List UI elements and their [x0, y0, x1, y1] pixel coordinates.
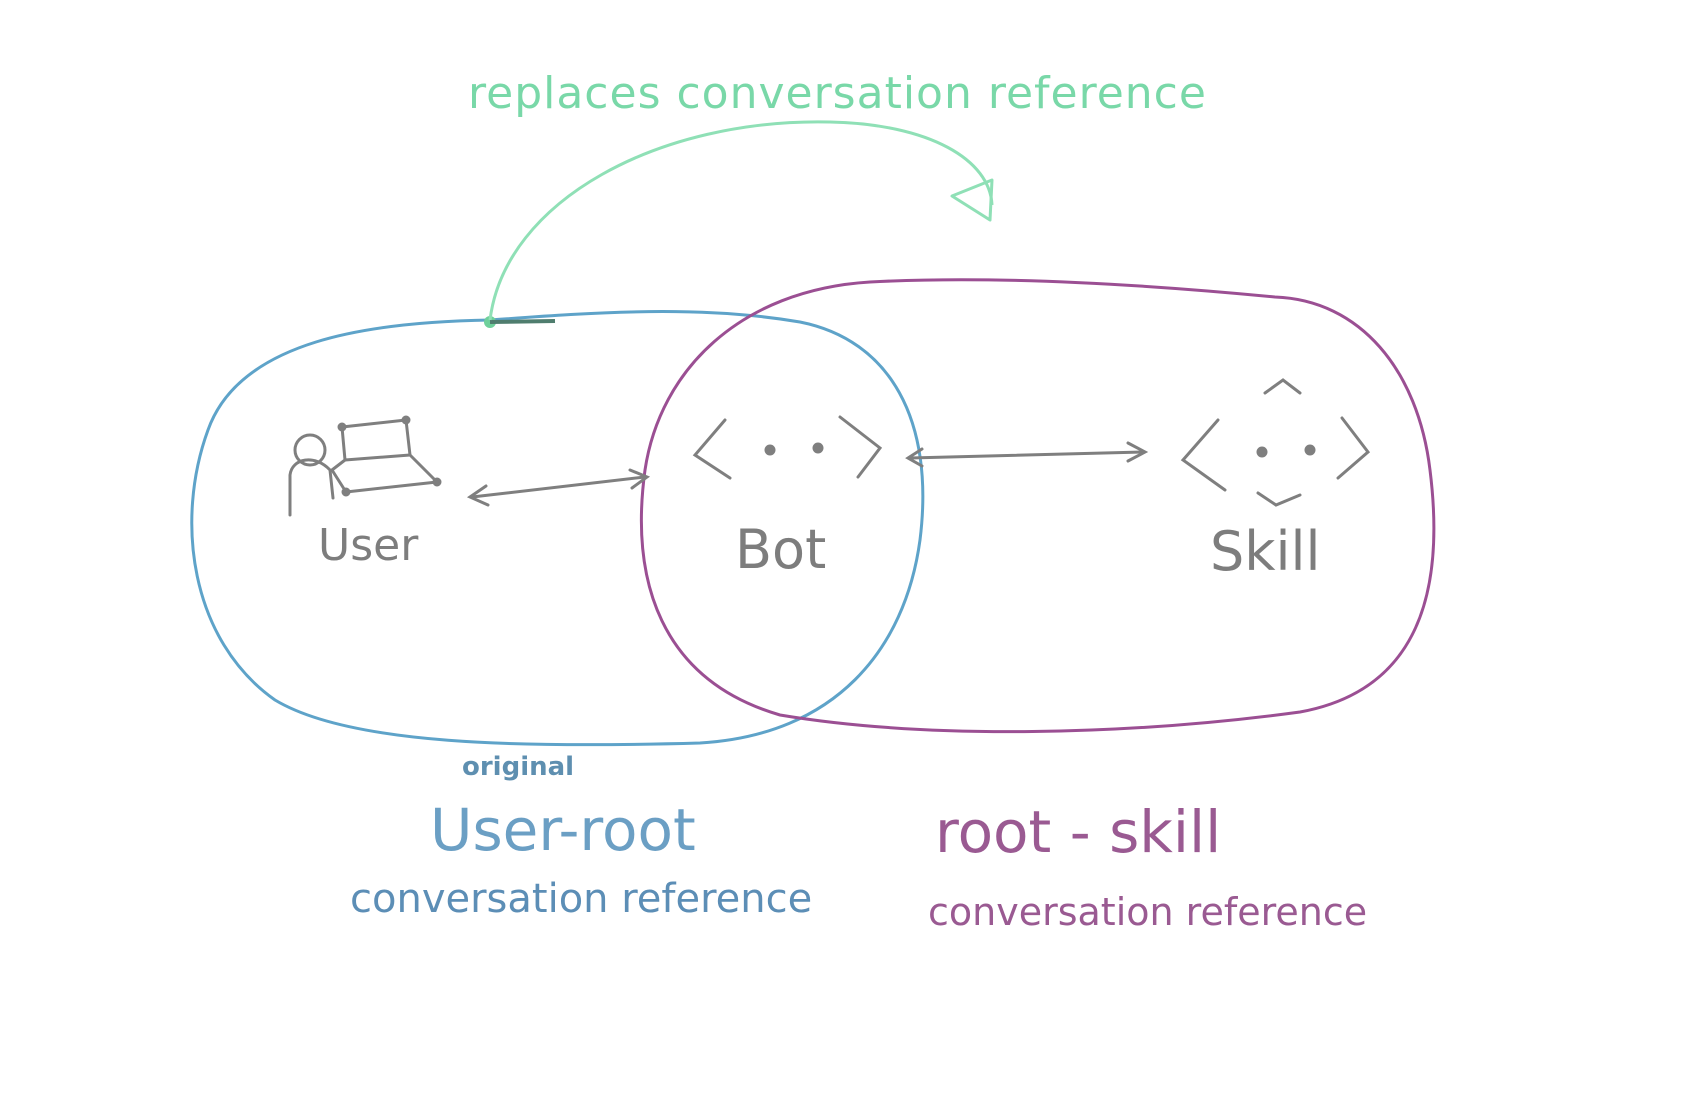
root-skill-boundary: [639, 278, 1436, 734]
user-root-qualifier: original: [462, 752, 574, 782]
user-root-title: User-root: [430, 796, 696, 864]
bot-face-icon: [692, 415, 883, 480]
user-laptop-icon: [288, 415, 442, 517]
user-root-boundary: [190, 310, 925, 747]
skill-label: Skill: [1210, 520, 1321, 583]
bot-label: Bot: [735, 518, 826, 581]
root-skill-title: root - skill: [935, 798, 1221, 866]
root-skill-subtitle: conversation reference: [928, 890, 1367, 934]
bot-skill-arrow: [905, 441, 1149, 468]
user-label: User: [318, 520, 419, 571]
replaces-arrow: [484, 120, 994, 328]
replaces-annotation: replaces conversation reference: [468, 68, 1207, 119]
user-bot-arrow: [466, 468, 651, 507]
skill-bot-icon: [1180, 378, 1371, 507]
user-root-subtitle: conversation reference: [350, 876, 812, 922]
